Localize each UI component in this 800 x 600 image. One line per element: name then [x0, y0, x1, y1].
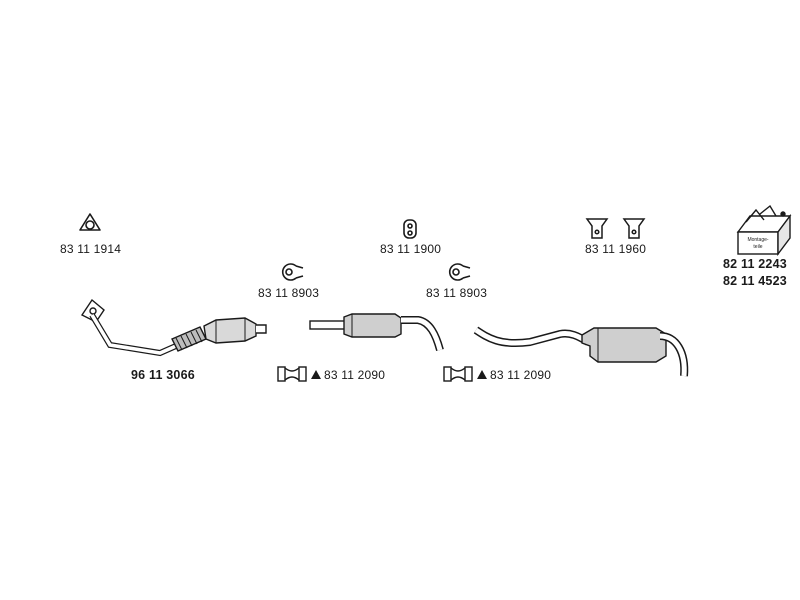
part-number-gasket: 83 11 1914 [60, 242, 122, 256]
assembly-kit-box-icon: Montage- teile [736, 204, 792, 257]
clamp-set-icon [277, 366, 307, 382]
kit-box-label-line2: teile [753, 244, 762, 250]
part-number-clamp-left: 83 11 8903 [258, 286, 320, 300]
part-number-catalytic-converter: 96 11 3066 [131, 368, 195, 382]
gasket-icon [79, 213, 101, 231]
clamp-icon [448, 263, 471, 281]
part-number-clamp-set-left: 83 11 2090 [324, 368, 386, 382]
front-pipe-catalytic-converter [80, 298, 267, 357]
warning-triangle-icon [311, 370, 321, 379]
part-number-assembly-kit-1: 82 11 2243 [723, 257, 787, 271]
hanger-icon [585, 218, 646, 239]
flex-pipe [171, 326, 207, 352]
clamp-set-icon [443, 366, 473, 382]
part-number-clamp-right: 83 11 8903 [426, 286, 488, 300]
rear-silencer [473, 326, 689, 377]
warning-triangle-icon [477, 370, 487, 379]
part-number-assembly-kit-2: 82 11 4523 [723, 274, 787, 288]
kit-box-label-line1: Montage- [747, 237, 768, 243]
part-number-rubber-mount: 83 11 1900 [380, 242, 442, 256]
clamp-icon [281, 263, 304, 281]
part-number-clamp-set-right: 83 11 2090 [490, 368, 552, 382]
part-number-hangers: 83 11 1960 [585, 242, 647, 256]
rubber-mount-icon [403, 219, 417, 239]
middle-silencer [309, 313, 444, 352]
